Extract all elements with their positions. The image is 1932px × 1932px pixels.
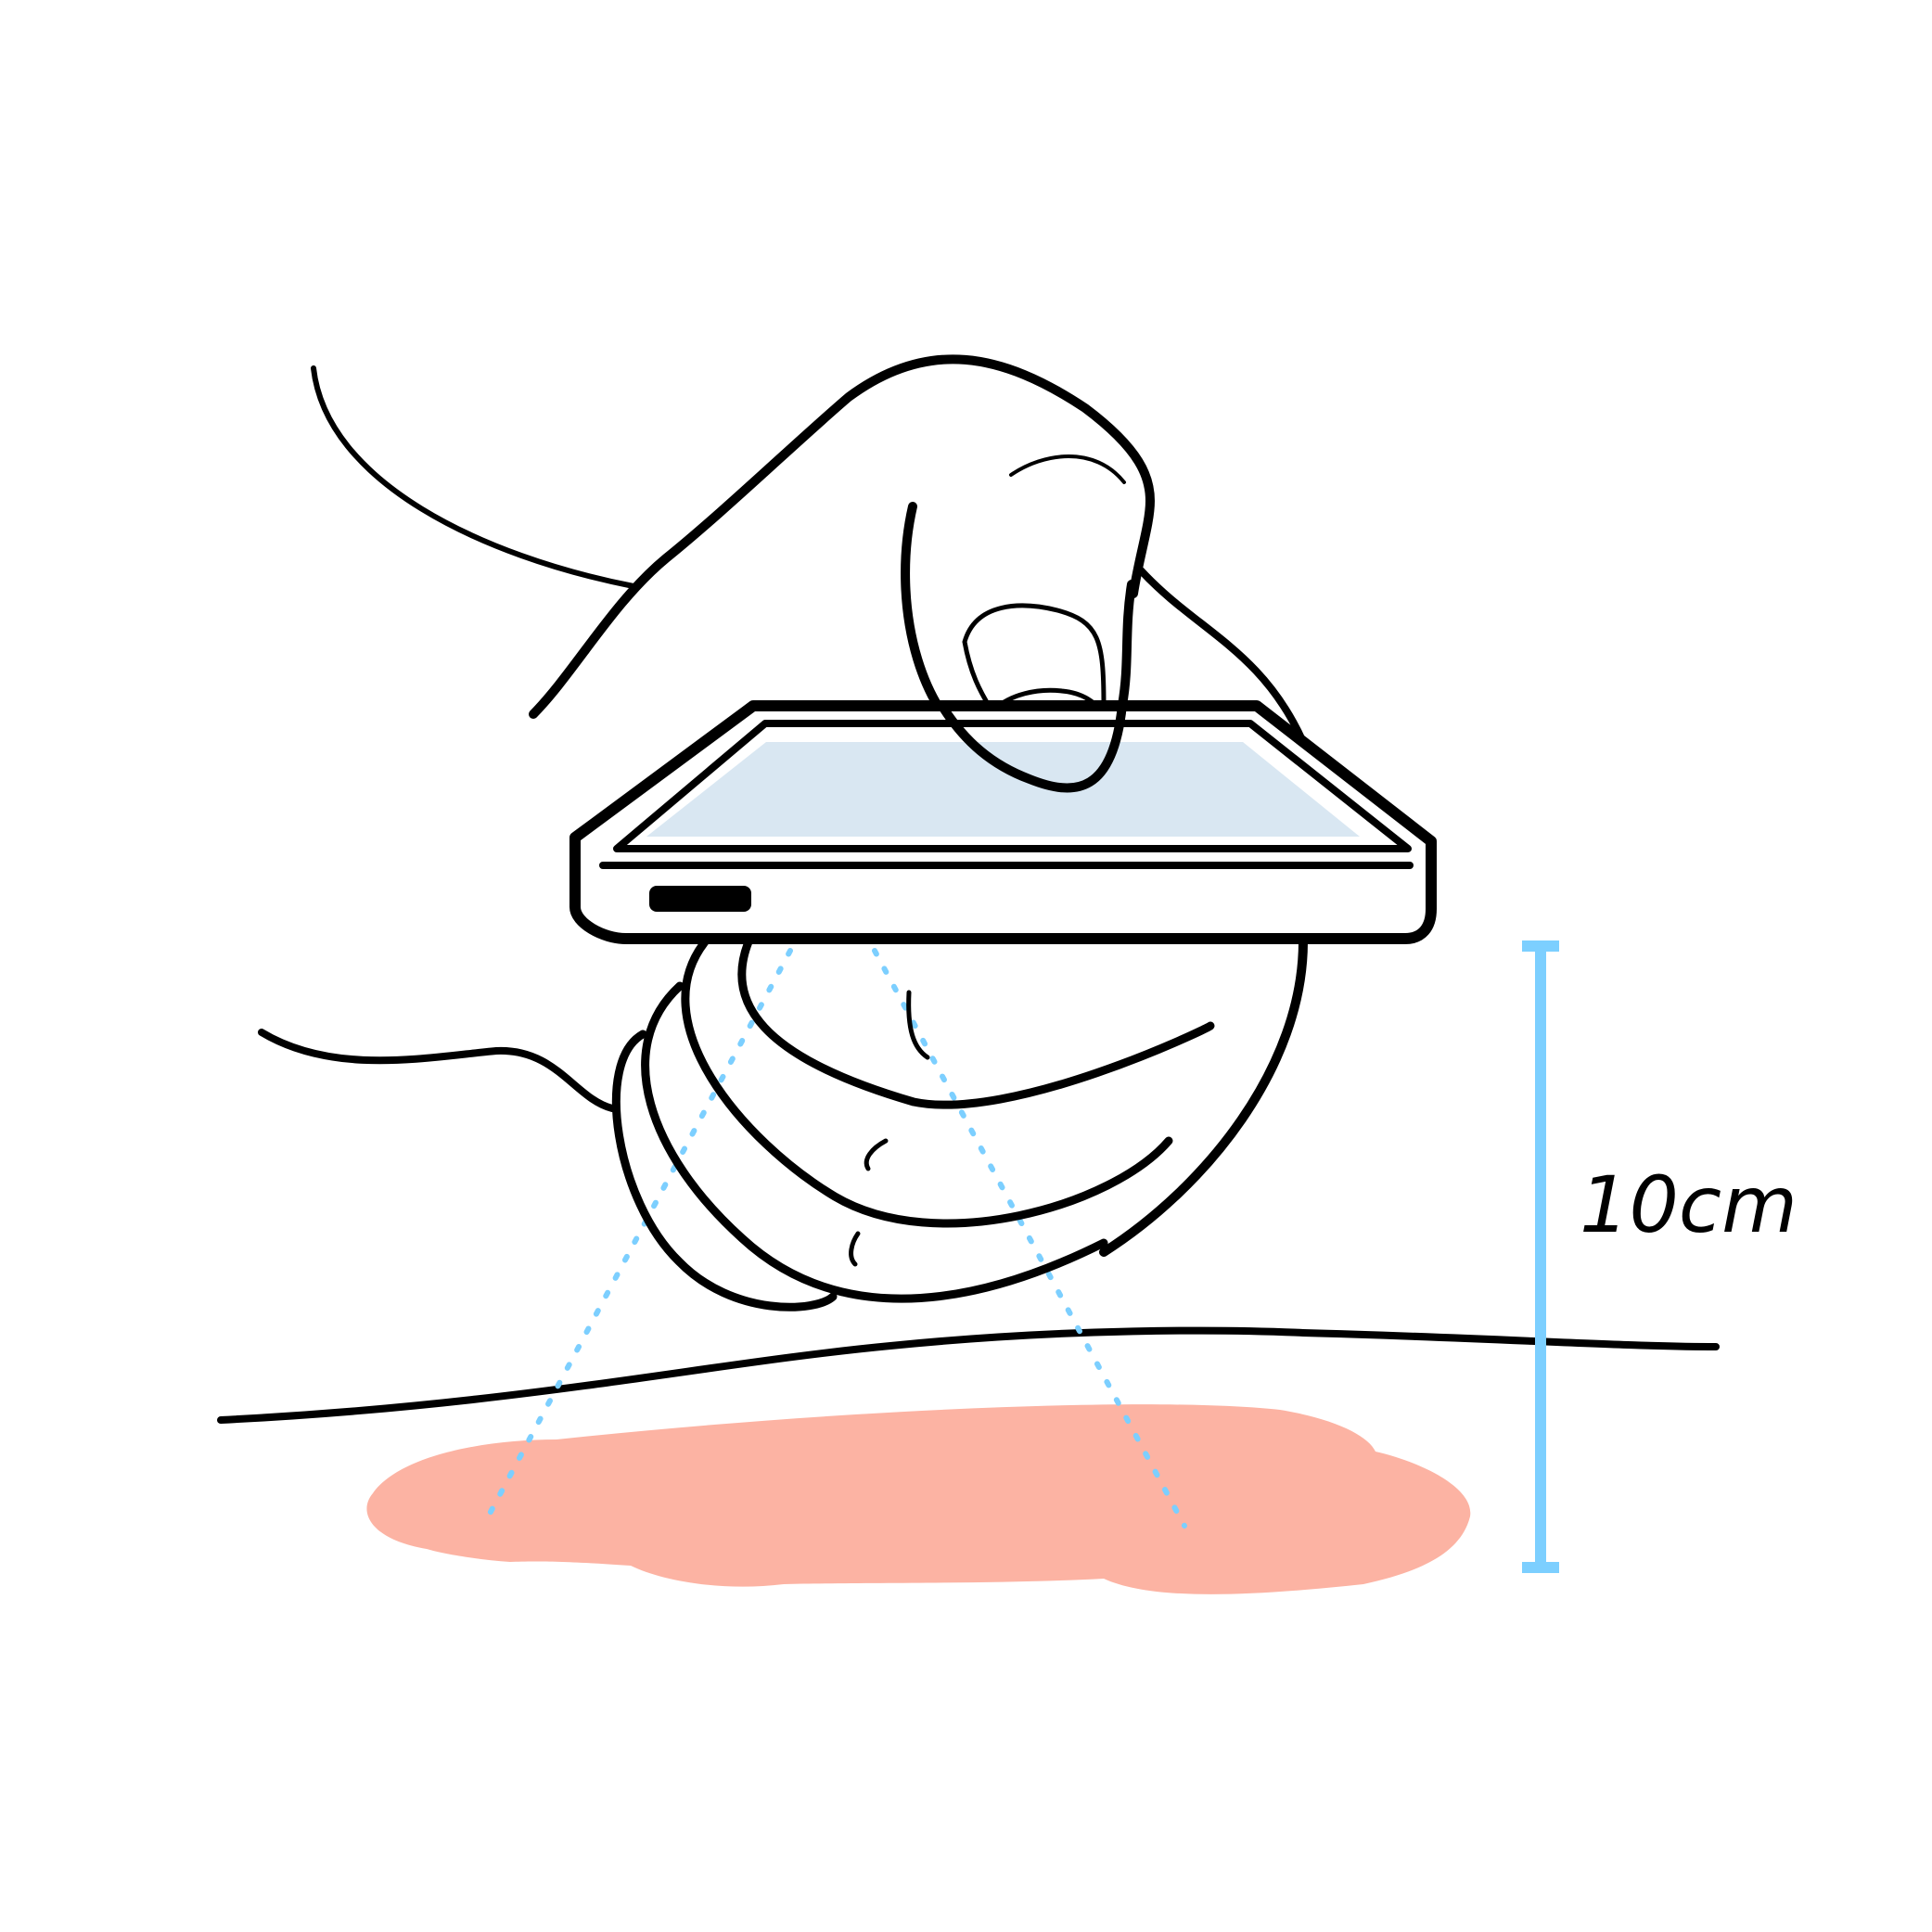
camera-beam-left <box>480 948 793 1529</box>
palm-outline <box>1099 937 1308 1257</box>
arm-upper-line <box>311 365 636 589</box>
hand-side-line <box>1137 567 1307 746</box>
smartphone-icon <box>569 700 1437 944</box>
body-surface-line <box>217 1326 1720 1424</box>
thumb-nail <box>962 603 1107 717</box>
arm-lower-line <box>258 1029 616 1112</box>
thumb-overlay <box>937 700 1127 793</box>
wound-area <box>366 1404 1471 1594</box>
phone-screen <box>646 742 1360 837</box>
hand-holding-phone-icon <box>258 354 1437 1311</box>
thumb-knuckle <box>1009 454 1126 484</box>
finger-detail-3 <box>849 1231 861 1267</box>
distance-label: 10cm <box>1580 1159 1798 1250</box>
finger-1 <box>737 935 1215 1109</box>
finger-2 <box>681 935 1173 1228</box>
camera-beam-right <box>872 948 1187 1529</box>
distance-measure-bar <box>1522 940 1559 1573</box>
phone-side-button <box>649 886 751 912</box>
finger-3 <box>641 981 1108 1303</box>
finger-detail-1 <box>906 990 930 1060</box>
finger-detail-2 <box>864 1138 889 1171</box>
hand-back-line <box>529 354 1155 719</box>
finger-4 <box>611 1030 838 1311</box>
